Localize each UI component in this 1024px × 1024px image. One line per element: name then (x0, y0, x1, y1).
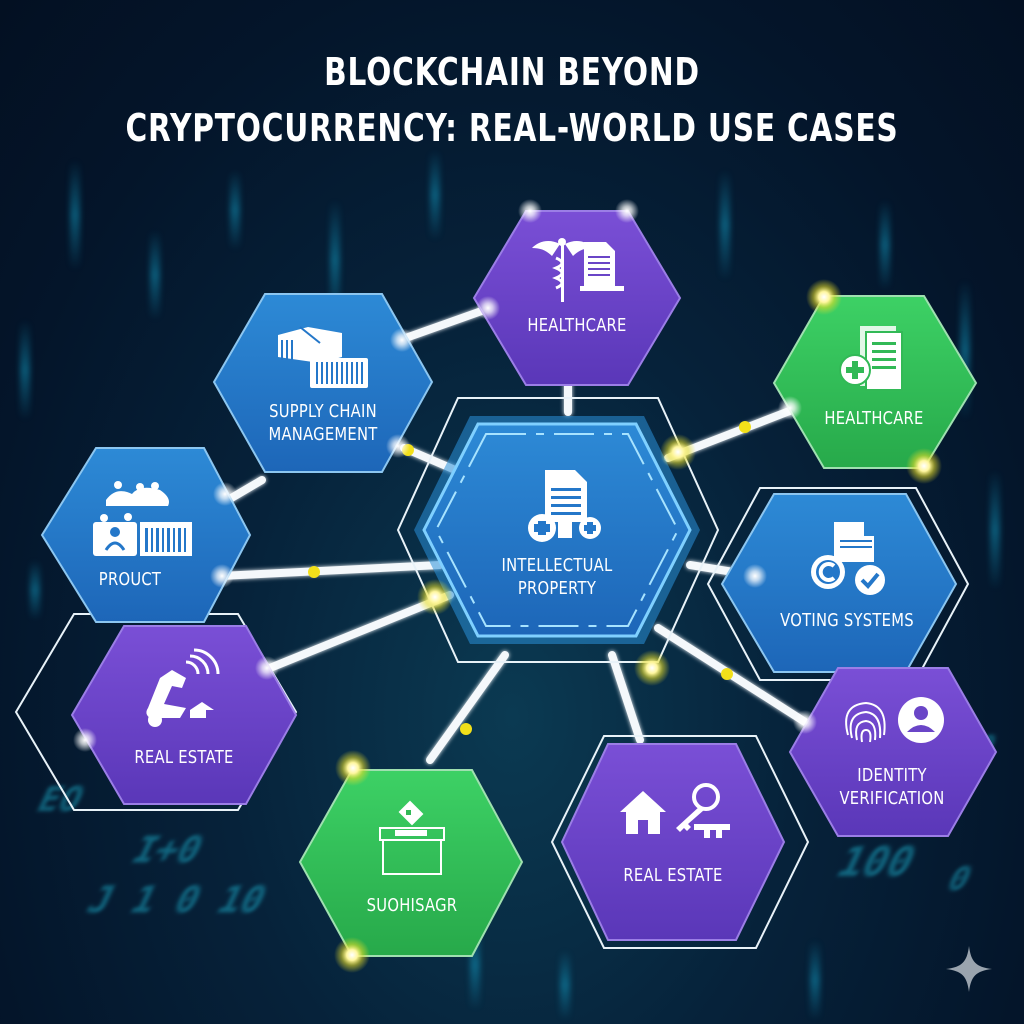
vertex-glows (73, 199, 942, 973)
node-product[interactable] (40, 447, 252, 623)
label-healthcare-right: Healthcare (824, 408, 924, 429)
node-real-estate-bottom[interactable] (560, 743, 786, 941)
document-plus-icon (528, 470, 601, 542)
ballot-box-icon (379, 800, 445, 875)
label-supply-chain: Supply Chain Management (268, 401, 378, 445)
node-healthcare-top[interactable] (472, 210, 682, 386)
label-ballot: SUOHISAGR (366, 895, 458, 916)
label-real-estate-left: Real Estate (134, 747, 234, 768)
copyright-check-icon (811, 522, 885, 595)
label-intellectual-property: Intellectual Property (501, 555, 613, 599)
sparkle-icon (946, 946, 992, 992)
center-node-intellectual-property[interactable] (414, 416, 700, 644)
node-ballot[interactable] (298, 769, 524, 957)
caduceus-document-icon (532, 238, 624, 302)
medical-document-icon (839, 326, 903, 391)
label-real-estate-bottom: Real Estate (623, 865, 723, 886)
label-voting-systems: Voting Systems (780, 610, 914, 631)
fingerprint-user-icon (845, 697, 944, 743)
node-healthcare-right[interactable] (772, 295, 978, 469)
label-identity-verification: Identity Verification (839, 765, 945, 809)
node-identity-verification[interactable] (788, 667, 998, 837)
robot-arm-signal-icon (146, 648, 220, 727)
house-key-icon (620, 783, 730, 838)
node-supply-chain-management[interactable] (212, 293, 434, 473)
people-barcode-icon (93, 481, 192, 556)
label-healthcare-top: Healthcare (527, 315, 627, 336)
title-line-1: Blockchain Beyond (324, 50, 700, 94)
label-product: Prouct (98, 569, 162, 590)
page-title: Blockchain Beyond Cryptocurrency: Real-w… (0, 44, 1024, 156)
node-real-estate-left[interactable] (70, 625, 298, 805)
shipping-container-icon (278, 326, 368, 388)
title-line-2: Cryptocurrency: Real-world Use Cases (125, 106, 899, 150)
node-voting-systems[interactable] (720, 493, 958, 673)
